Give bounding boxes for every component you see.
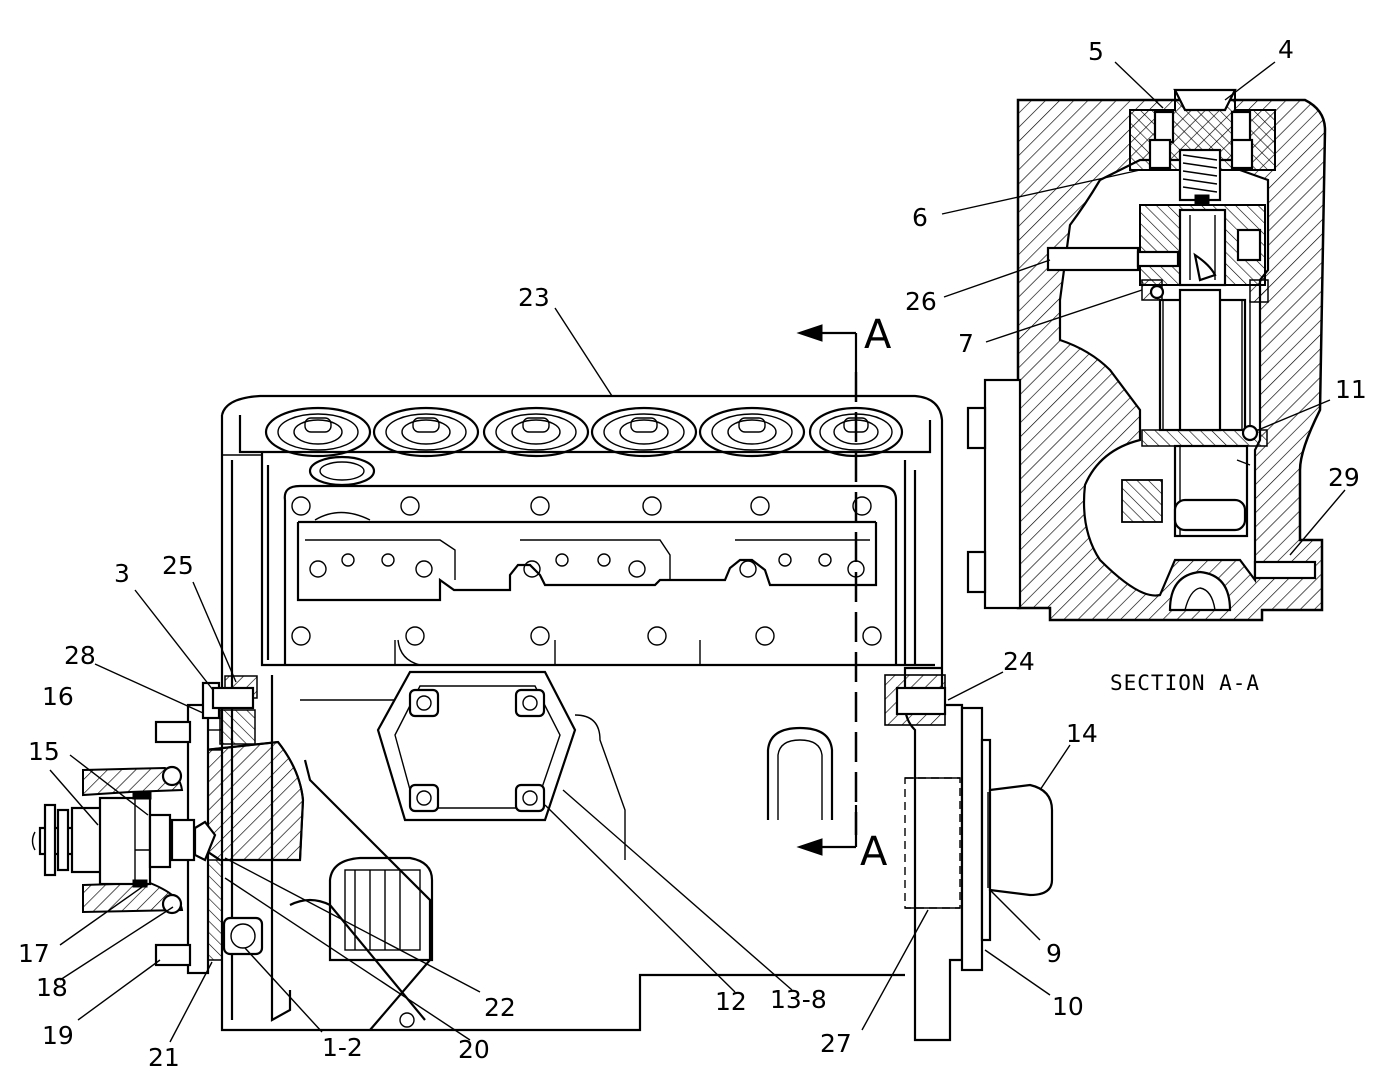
callout-18: 18 — [36, 973, 68, 1002]
section-mark-bottom: A — [860, 829, 888, 875]
pump-housing — [220, 394, 964, 1042]
section-aa-detail — [966, 88, 1327, 622]
drive-flange — [884, 674, 1054, 972]
callout-14: 14 — [1066, 719, 1098, 748]
callout-23: 23 — [518, 283, 550, 312]
callout-12: 12 — [715, 987, 747, 1016]
section-title: SECTION A-A — [1110, 671, 1260, 695]
callout-7: 7 — [958, 329, 974, 358]
section-cut-line — [796, 324, 858, 856]
leader-lines — [49, 61, 1346, 1043]
callout-22: 22 — [484, 993, 516, 1022]
callout-28: 28 — [64, 641, 96, 670]
governor-end — [31, 675, 305, 975]
spline-bore — [328, 856, 434, 962]
callout-3: 3 — [114, 559, 130, 588]
callout-27: 27 — [820, 1029, 852, 1058]
drain-plug — [222, 916, 264, 956]
callout-20: 20 — [458, 1035, 490, 1064]
callout-29: 29 — [1328, 463, 1360, 492]
callout-6: 6 — [912, 203, 928, 232]
callout-4: 4 — [1278, 35, 1294, 64]
callout-21: 21 — [148, 1043, 180, 1072]
callout-9: 9 — [1046, 939, 1062, 968]
hex-cover-plate — [376, 670, 577, 822]
cylinder-row — [264, 406, 904, 487]
section-mark-top: A — [864, 312, 892, 358]
callout-10: 10 — [1052, 992, 1084, 1021]
callout-17: 17 — [18, 939, 50, 968]
callout-16: 16 — [42, 682, 74, 711]
callout-1-2: 1-2 — [322, 1033, 363, 1062]
callout-25: 25 — [162, 551, 194, 580]
callout-13-8: 13-8 — [770, 985, 827, 1014]
callout-24: 24 — [1003, 647, 1035, 676]
callout-19: 19 — [42, 1021, 74, 1050]
callout-15: 15 — [28, 737, 60, 766]
labels: SECTION A-A A A 5 4 6 26 7 11 29 23 24 1… — [18, 35, 1367, 1072]
cover-bolts — [408, 688, 546, 813]
callout-11: 11 — [1335, 375, 1367, 404]
callout-5: 5 — [1088, 37, 1104, 66]
inner-cover-frame — [283, 484, 898, 666]
callout-26: 26 — [905, 287, 937, 316]
